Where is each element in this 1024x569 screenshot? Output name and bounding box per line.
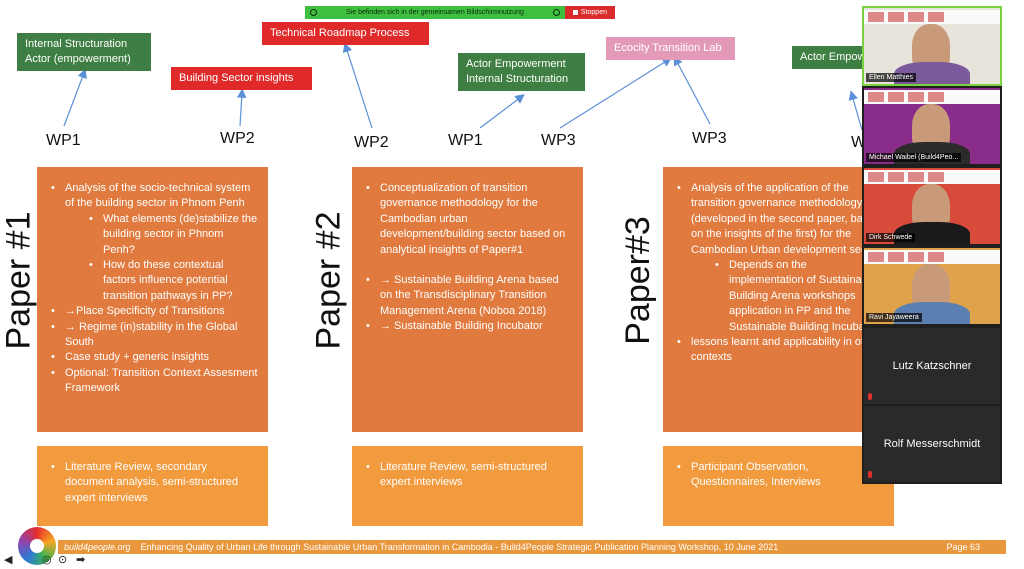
muted-mic-icon [868, 393, 872, 400]
posters [864, 170, 1000, 184]
arrow-wp1-empowerment [479, 94, 525, 129]
tag-ecocity-lab: Ecocity Transition Lab [606, 37, 735, 60]
paper-1-content: Analysis of the socio-technical system o… [37, 167, 268, 432]
stop-label: Stoppen [580, 9, 607, 16]
paper-3-methods: Participant Observation, Questionnaires,… [663, 446, 894, 526]
tag-building-sector-insights: Building Sector insights [171, 67, 312, 90]
arrow-right-edge [848, 90, 863, 131]
paper-1-methods: Literature Review, secondary document an… [37, 446, 268, 526]
video-tile[interactable]: Ravi Jayaweera [864, 248, 1000, 324]
video-tile[interactable]: Ellen Matthies [862, 6, 1002, 86]
paper-3-content: Analysis of the application of the trans… [663, 167, 894, 432]
paper-3-methods-item: Participant Observation, Questionnaires,… [677, 460, 884, 491]
muted-mic-icon [868, 471, 872, 478]
posters [864, 10, 1000, 24]
paper-3-subitem: Depends on the implementation of Sustain… [715, 258, 884, 335]
next-slide-icon[interactable]: ➡ [76, 554, 86, 566]
wp-label: WP3 [541, 132, 576, 149]
paper-1-item: → Regime (in)stability in the Global Sou… [51, 320, 258, 351]
paper-2-title: Paper #2 [309, 211, 348, 349]
more-icon[interactable]: ⊙ [58, 554, 68, 566]
paper-1-item: Optional: Transition Context Assesment F… [51, 366, 258, 397]
wp-label: WP2 [220, 130, 255, 147]
participant-name: Ellen Matthies [866, 73, 916, 82]
arrow-wp3b-ecocity [673, 55, 711, 125]
footer-title: Enhancing Quality of Urban Life through … [140, 542, 779, 552]
arrow-wp2-roadmap [342, 42, 373, 129]
paper-1-item: Analysis of the socio-technical system o… [51, 181, 258, 212]
video-tile[interactable]: Lutz Katzschner [864, 328, 1000, 404]
participant-name: Ravi Jayaweera [866, 313, 922, 322]
build4people-logo [18, 527, 56, 565]
stop-icon [572, 10, 578, 15]
slide-menu-icon[interactable]: ◎ [42, 554, 52, 566]
paper-1-item: Case study + generic insights [51, 350, 258, 366]
participant-name: Michael Waibel (Build4Peo... [866, 153, 962, 162]
footer-site: build4people.org [64, 542, 131, 552]
tag-internal-structuration-actor: Internal Structuration Actor (empowermen… [17, 33, 151, 71]
slide-footer: build4people.org Enhancing Quality of Ur… [58, 540, 1006, 554]
participant-name: Dirk Schwede [866, 233, 916, 242]
paper-2-item: Conceptualization of transition governan… [366, 181, 573, 258]
video-tile[interactable]: Dirk Schwede [864, 168, 1000, 244]
share-message: Sie befinden sich in der gemeinsamen Bil… [346, 9, 524, 16]
screen-share-bar: Sie befinden sich in der gemeinsamen Bil… [305, 6, 615, 19]
share-status: Sie befinden sich in der gemeinsamen Bil… [305, 6, 565, 19]
paper-2-item: → Sustainable Building Incubator [366, 319, 573, 335]
wp-label: WP3 [692, 130, 727, 147]
paper-2-content: Conceptualization of transition governan… [352, 167, 583, 432]
wp-label: WP2 [354, 134, 389, 151]
paper-3-item: lessons learnt and applicability in othe… [677, 335, 884, 366]
participants-panel: Ellen Matthies Michael Waibel (Build4Peo… [862, 6, 1002, 484]
paper-3-title: Paper#3 [618, 215, 657, 345]
stop-share-button[interactable]: Stoppen [564, 6, 615, 19]
video-tile[interactable]: Michael Waibel (Build4Peo... [864, 88, 1000, 164]
tag-actor-empowerment-partial: Actor Empow Internal Stru [792, 46, 862, 69]
arrow-wp3-ecocity [559, 57, 673, 129]
arrow-wp2-building [236, 88, 247, 127]
tag-technical-roadmap: Technical Roadmap Process [262, 22, 429, 45]
share-status-icon [310, 9, 317, 16]
posters [864, 90, 1000, 104]
paper-3-item: Analysis of the application of the trans… [677, 181, 884, 258]
paper-1-methods-item: Literature Review, secondary document an… [51, 460, 258, 506]
prev-slide-icon[interactable]: ◀ [4, 554, 13, 566]
tag-actor-empowerment: Actor Empowerment Internal Structuration [458, 53, 585, 91]
wp-label: WP1 [46, 132, 81, 149]
paper-1-item: →Place Specificity of Transitions [51, 304, 258, 320]
video-tile[interactable]: Rolf Messerschmidt [864, 406, 1000, 482]
paper-1-subitem: How do these contextual factors influenc… [89, 258, 258, 304]
wp-label: WP1 [448, 132, 483, 149]
participant-name: Rolf Messerschmidt [883, 438, 981, 450]
paper-2-methods-item: Literature Review, semi-structured exper… [366, 460, 573, 491]
footer-page-number: Page 63 [946, 542, 980, 552]
participant-name: Lutz Katzschner [892, 360, 972, 372]
arrow-wp1-actor [63, 68, 87, 127]
pause-icon[interactable] [552, 9, 560, 16]
paper-2-methods: Literature Review, semi-structured exper… [352, 446, 583, 526]
paper-2-item: → Sustainable Building Arena based on th… [366, 273, 573, 319]
posters [864, 250, 1000, 264]
paper-1-subitem: What elements (de)stabilize the building… [89, 212, 258, 258]
